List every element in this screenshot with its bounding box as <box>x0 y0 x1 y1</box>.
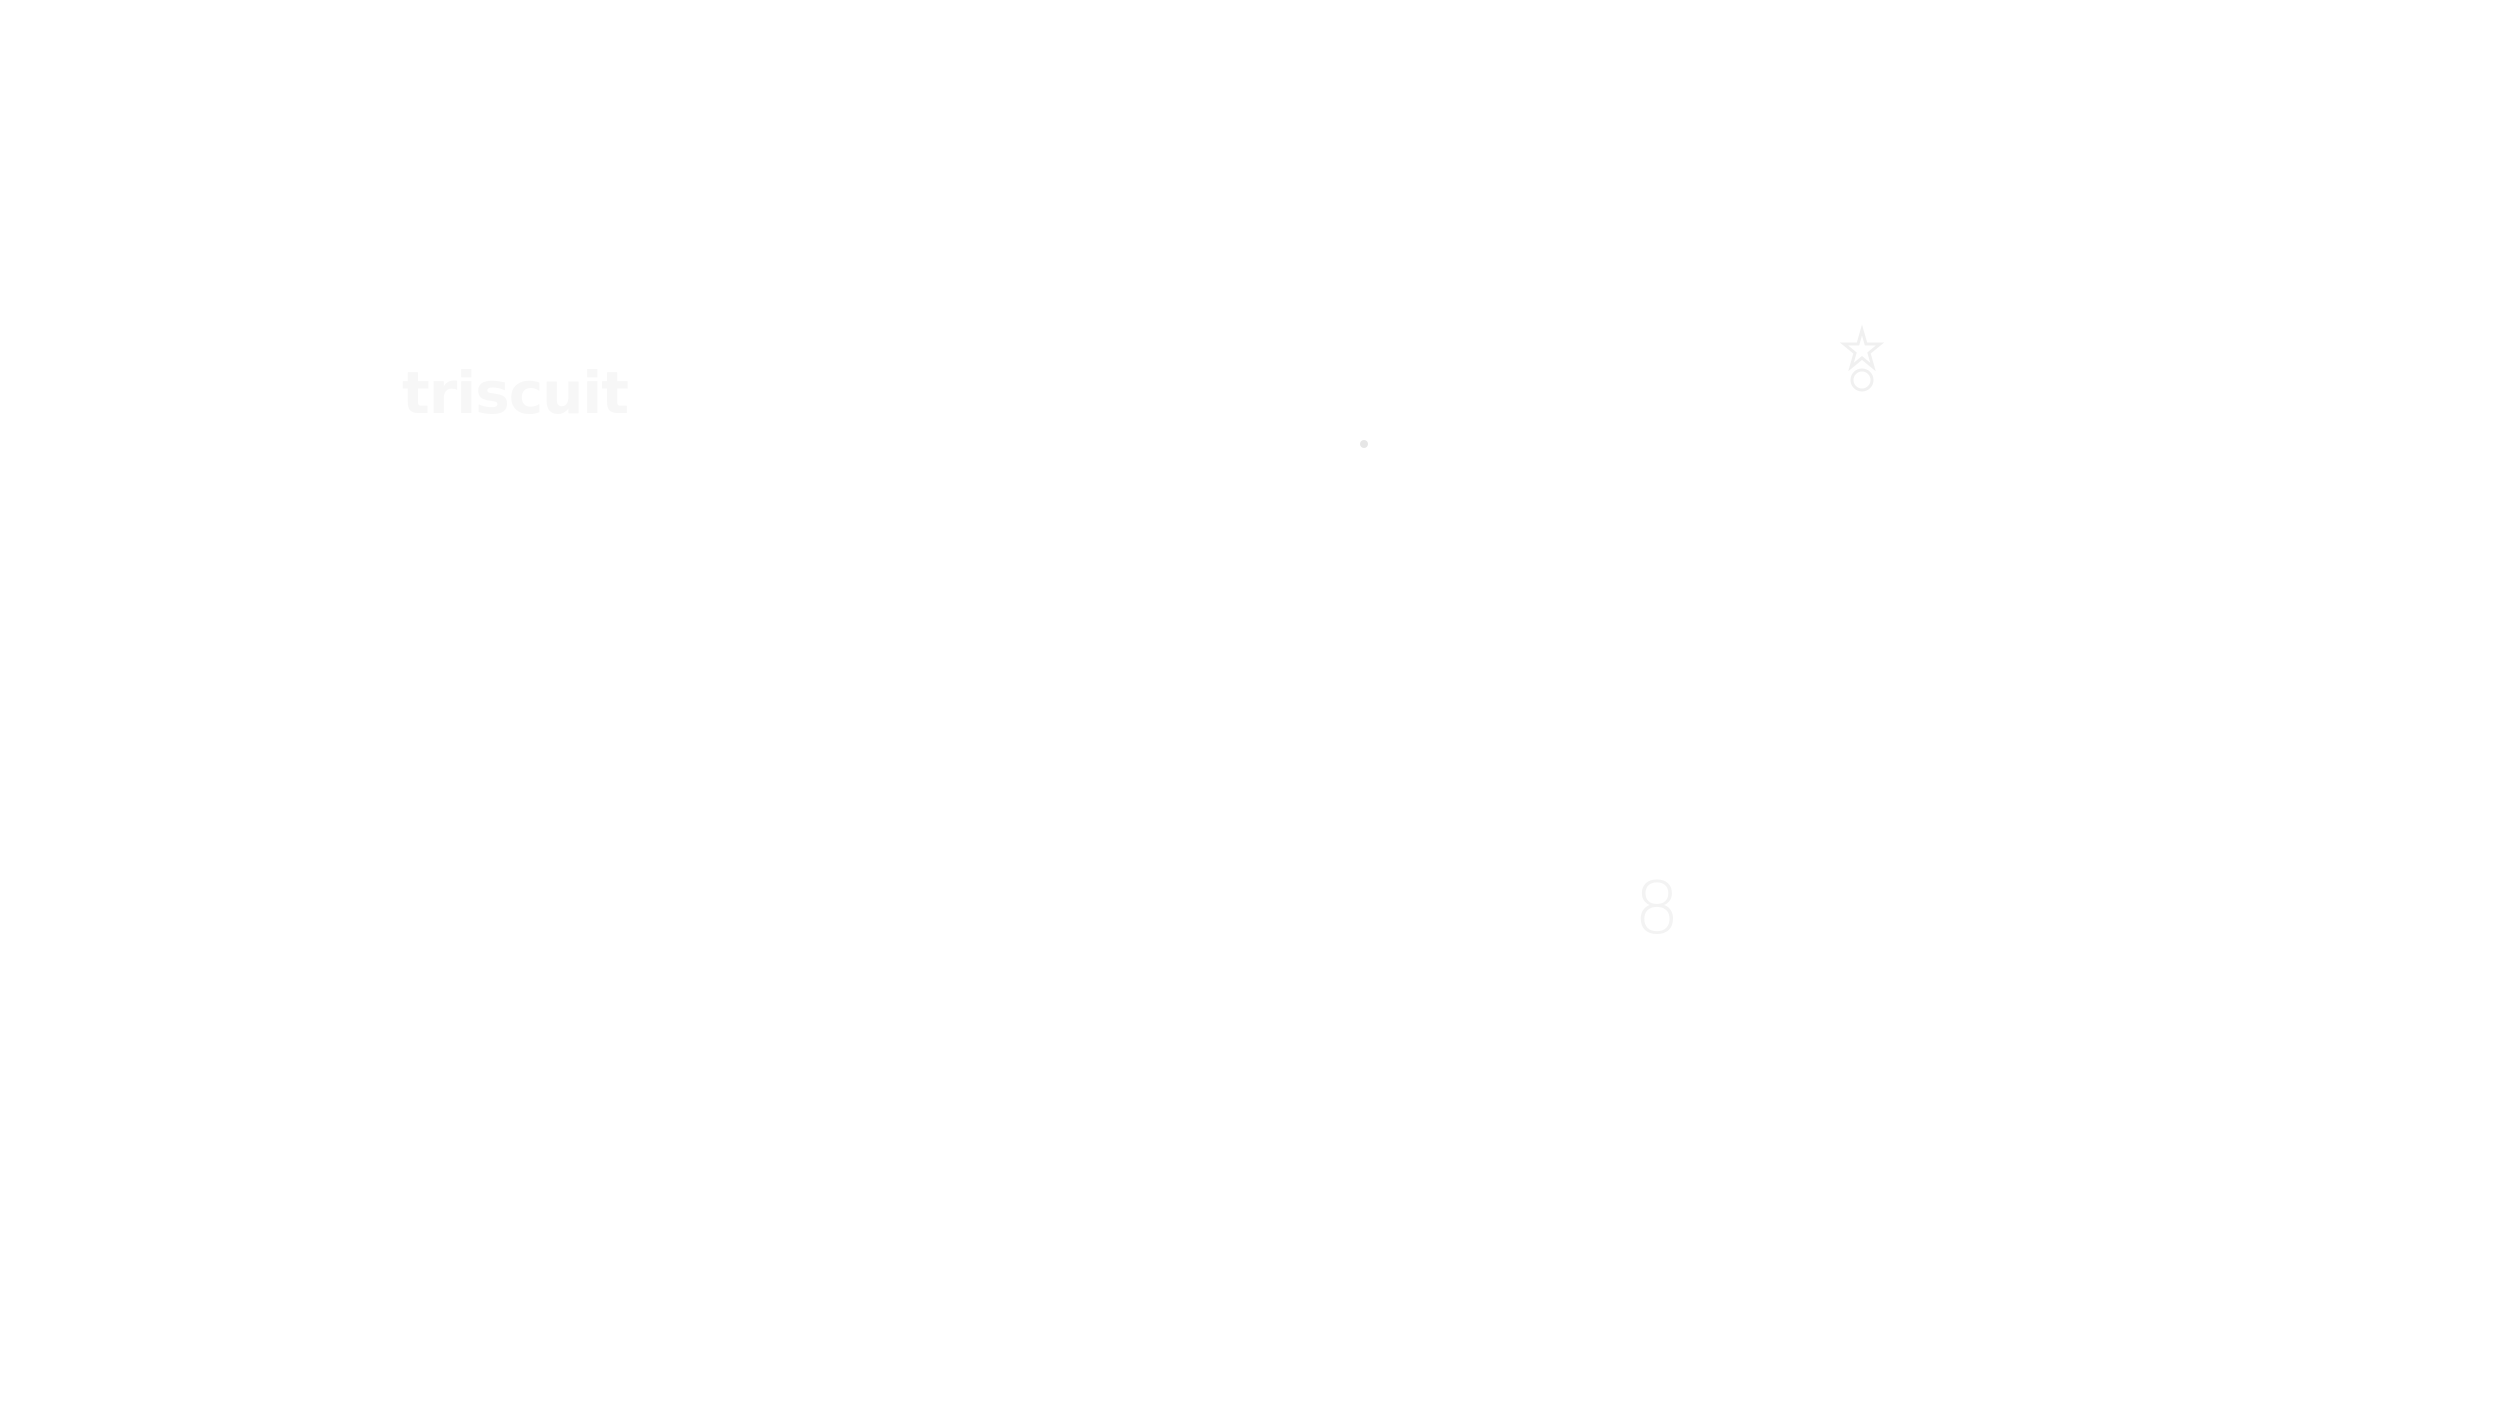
emblem-wordmark <box>1762 404 1773 444</box>
dot-marker <box>1360 440 1368 448</box>
triscuit-logo: triscuit <box>402 358 629 428</box>
emblem-icon <box>1839 324 1885 392</box>
faint-numeral: 8 <box>1634 866 1680 950</box>
emblem-logo <box>1762 320 1962 470</box>
emblem-subtext <box>1814 444 1830 465</box>
triscuit-wordmark: triscuit <box>402 359 629 427</box>
